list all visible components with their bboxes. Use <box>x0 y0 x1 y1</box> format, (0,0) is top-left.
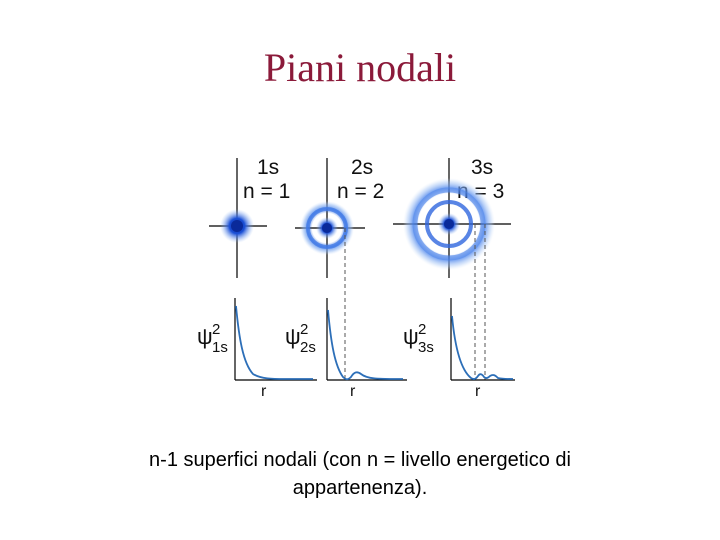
orbital-panel-2s: 2s n = 2 ψ 2 2s r <box>285 156 407 400</box>
orbital-name-3s: 3s <box>471 156 493 179</box>
orbital-name-1s: 1s <box>257 156 279 179</box>
psi-symbol: ψ <box>403 324 419 349</box>
orbital-panel-1s: 1s n = 1 ψ 2 1s r <box>197 156 317 400</box>
psi-subscript: 2s <box>300 339 316 356</box>
principal-quantum-number-1: n = 1 <box>243 180 290 203</box>
principal-quantum-number-2: n = 2 <box>337 180 384 203</box>
psi-superscript: 2 <box>300 321 308 338</box>
psi-superscript: 2 <box>212 321 220 338</box>
orbital-diagram: 1s n = 1 ψ 2 1s r 2s n = 2 <box>195 148 525 400</box>
psi-superscript: 2 <box>418 321 426 338</box>
probability-curve-3s <box>452 316 513 379</box>
psi-subscript: 1s <box>212 339 228 356</box>
r-axis-label: r <box>261 383 267 400</box>
r-axis-label: r <box>350 383 356 400</box>
probability-curve-2s <box>328 310 403 379</box>
nodal-planes-figure: 1s n = 1 ψ 2 1s r 2s n = 2 <box>195 148 525 400</box>
psi-symbol: ψ <box>197 324 213 349</box>
r-axis-label: r <box>475 383 481 400</box>
orbital-2s-core <box>322 223 332 233</box>
slide-caption: n-1 superfici nodali (con n = livello en… <box>100 446 620 502</box>
orbital-3s-core <box>444 219 454 229</box>
psi-symbol: ψ <box>285 324 301 349</box>
slide-title: Piani nodali <box>0 44 720 91</box>
psi-subscript: 3s <box>418 339 434 356</box>
orbital-panel-3s: 3s n = 3 ψ 2 3s r <box>393 156 515 400</box>
orbital-1s-core <box>231 220 243 232</box>
orbital-name-2s: 2s <box>351 156 373 179</box>
